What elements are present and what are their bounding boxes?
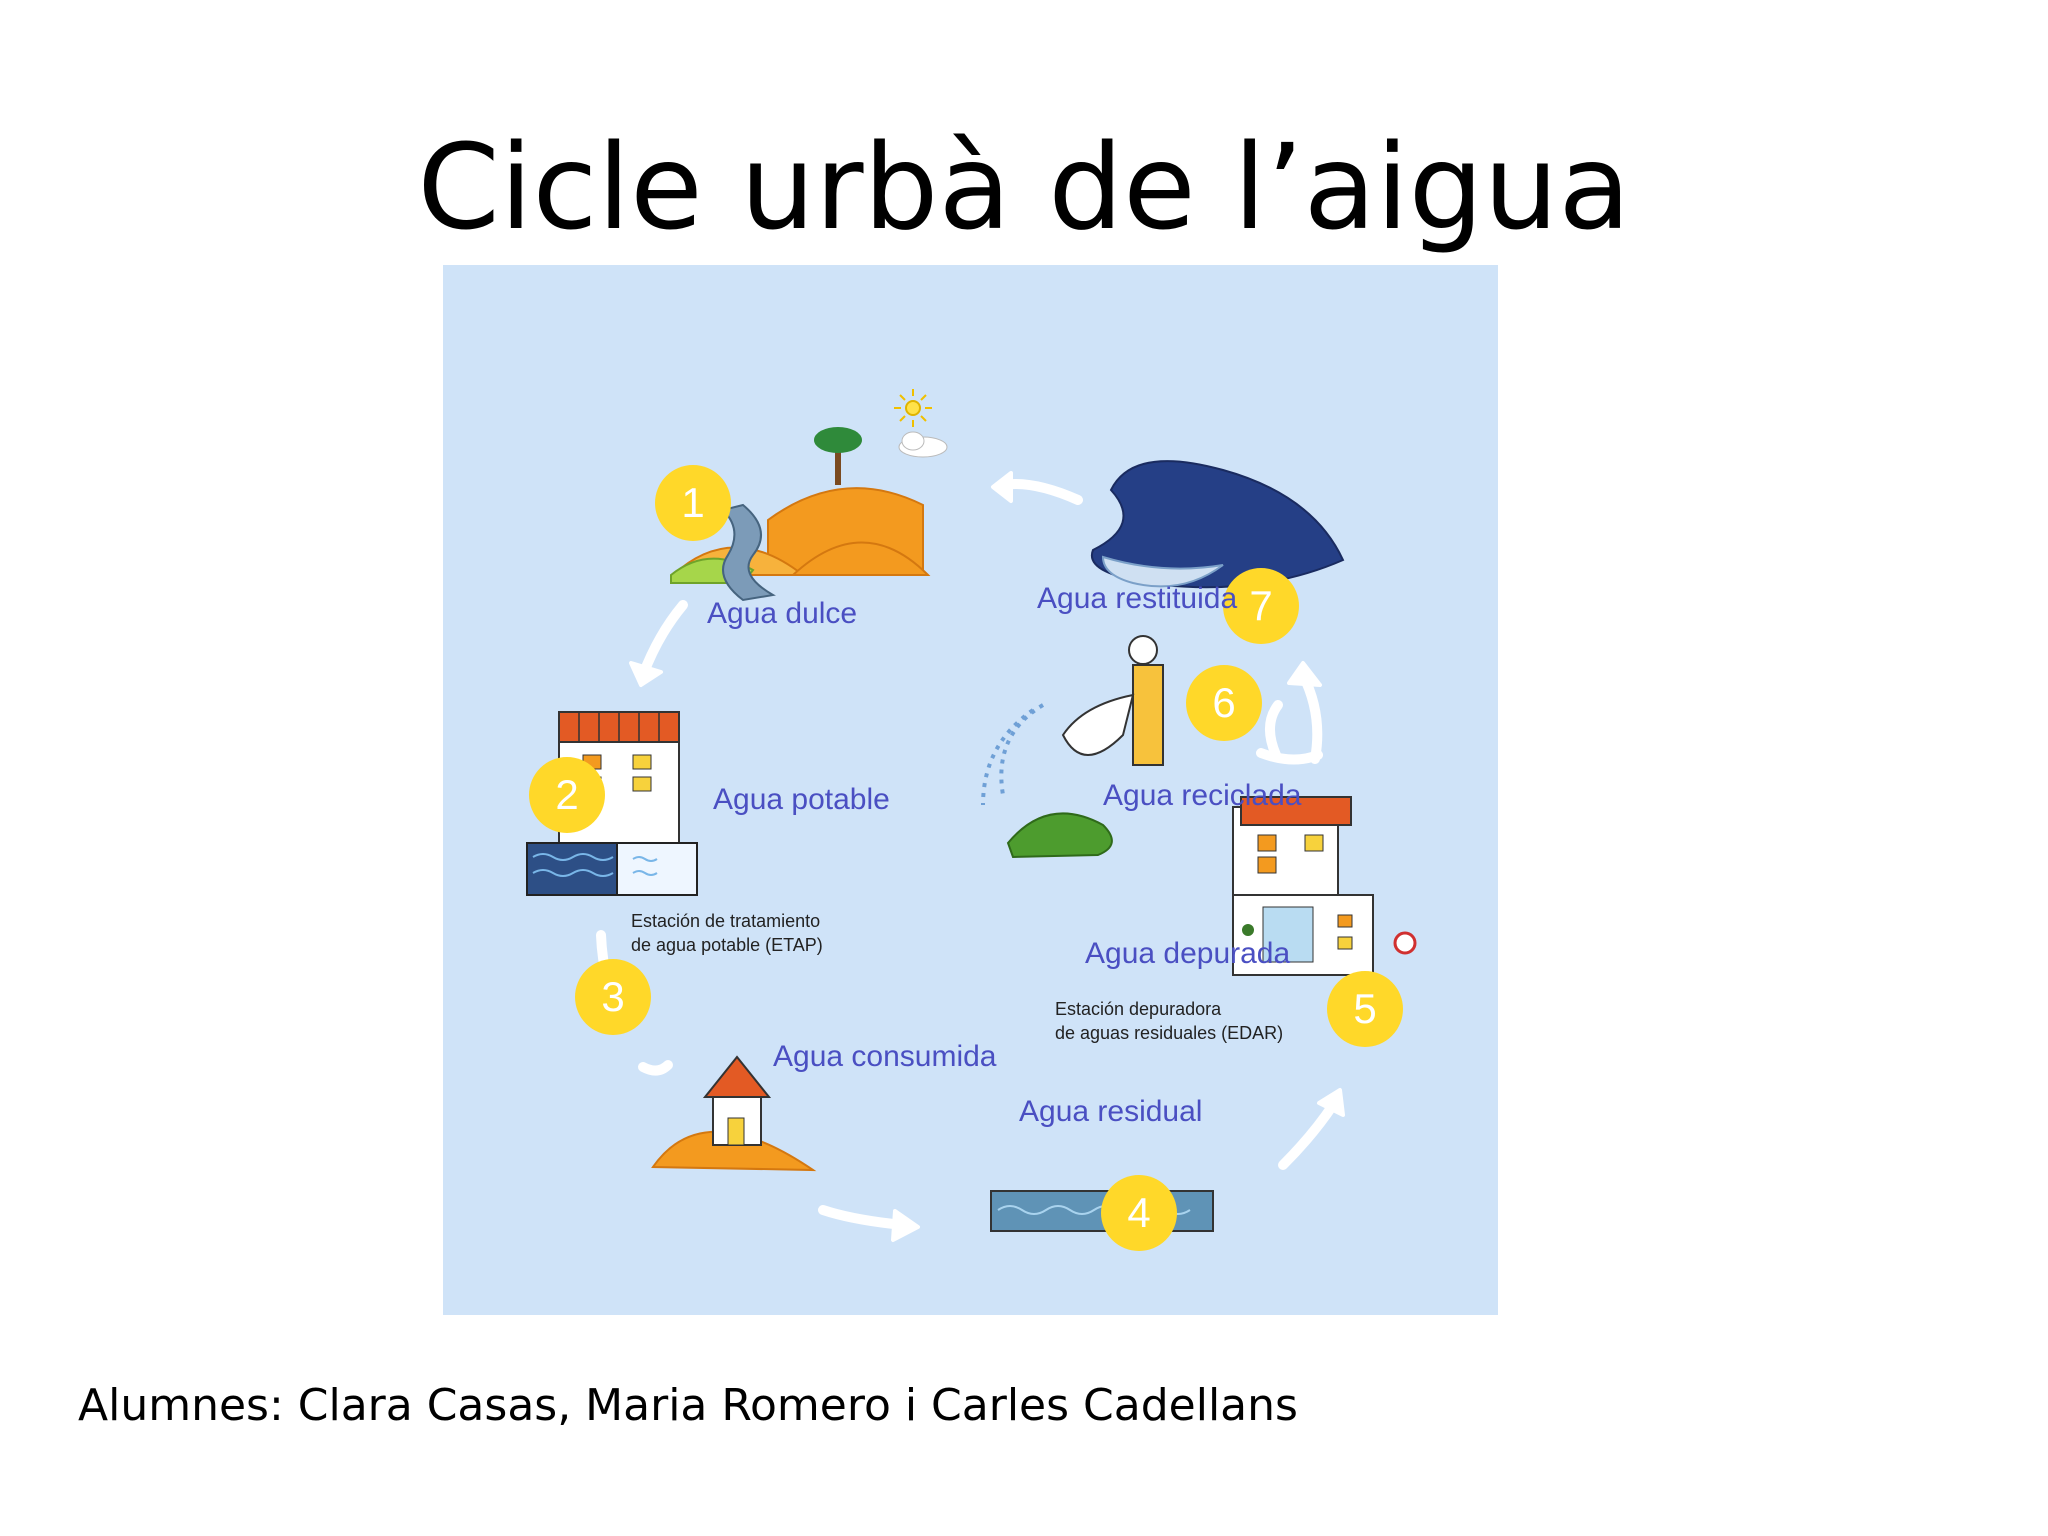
hills-illustration [670, 427, 931, 602]
slide-title: Cicle urbà de l’aigua [417, 118, 1631, 256]
etap-caption-line-1: Estación de tratamiento [631, 911, 821, 931]
label-agua-reciclada: Agua reciclada [1103, 779, 1302, 812]
authors-line: Alumnes: Clara Casas, Maria Romero i Car… [78, 1380, 1298, 1431]
sun-icon [894, 389, 932, 427]
gardener-illustration [981, 635, 1164, 859]
house-illustration [651, 1055, 817, 1172]
label-agua-depurada: Agua depurada [1085, 937, 1291, 970]
step-7-badge: 7 [1223, 568, 1299, 644]
edar-caption-line-1: Estación depuradora [1055, 999, 1222, 1019]
label-agua-dulce: Agua dulce [707, 597, 858, 630]
step-4-badge: 4 [1101, 1175, 1177, 1251]
etap-building [526, 711, 698, 896]
step-2-badge: 2 [529, 757, 605, 833]
label-agua-consumida: Agua consumida [773, 1040, 997, 1073]
cloud-icon [898, 431, 948, 458]
sea-illustration [1090, 460, 1345, 589]
label-agua-potable: Agua potable [713, 783, 890, 816]
cycle-arrows [596, 471, 1345, 1242]
step-1-badge: 1 [655, 465, 731, 541]
step-5-badge: 5 [1327, 971, 1403, 1047]
water-cycle-diagram: 1 2 3 4 5 6 7 Agua dulce Agua potable Ag… [443, 265, 1498, 1315]
edar-caption: Estación depuradora de aguas residuales … [1055, 997, 1283, 1045]
edar-building [1232, 796, 1417, 976]
label-agua-restituida: Agua restituida [1037, 582, 1238, 615]
step-6-badge: 6 [1186, 665, 1262, 741]
label-agua-residual: Agua residual [1019, 1095, 1203, 1128]
edar-caption-line-2: de aguas residuales (EDAR) [1055, 1023, 1284, 1043]
step-3-badge: 3 [575, 959, 651, 1035]
etap-caption-line-2: de agua potable (ETAP) [631, 935, 823, 955]
etap-caption: Estación de tratamiento de agua potable … [631, 909, 823, 957]
